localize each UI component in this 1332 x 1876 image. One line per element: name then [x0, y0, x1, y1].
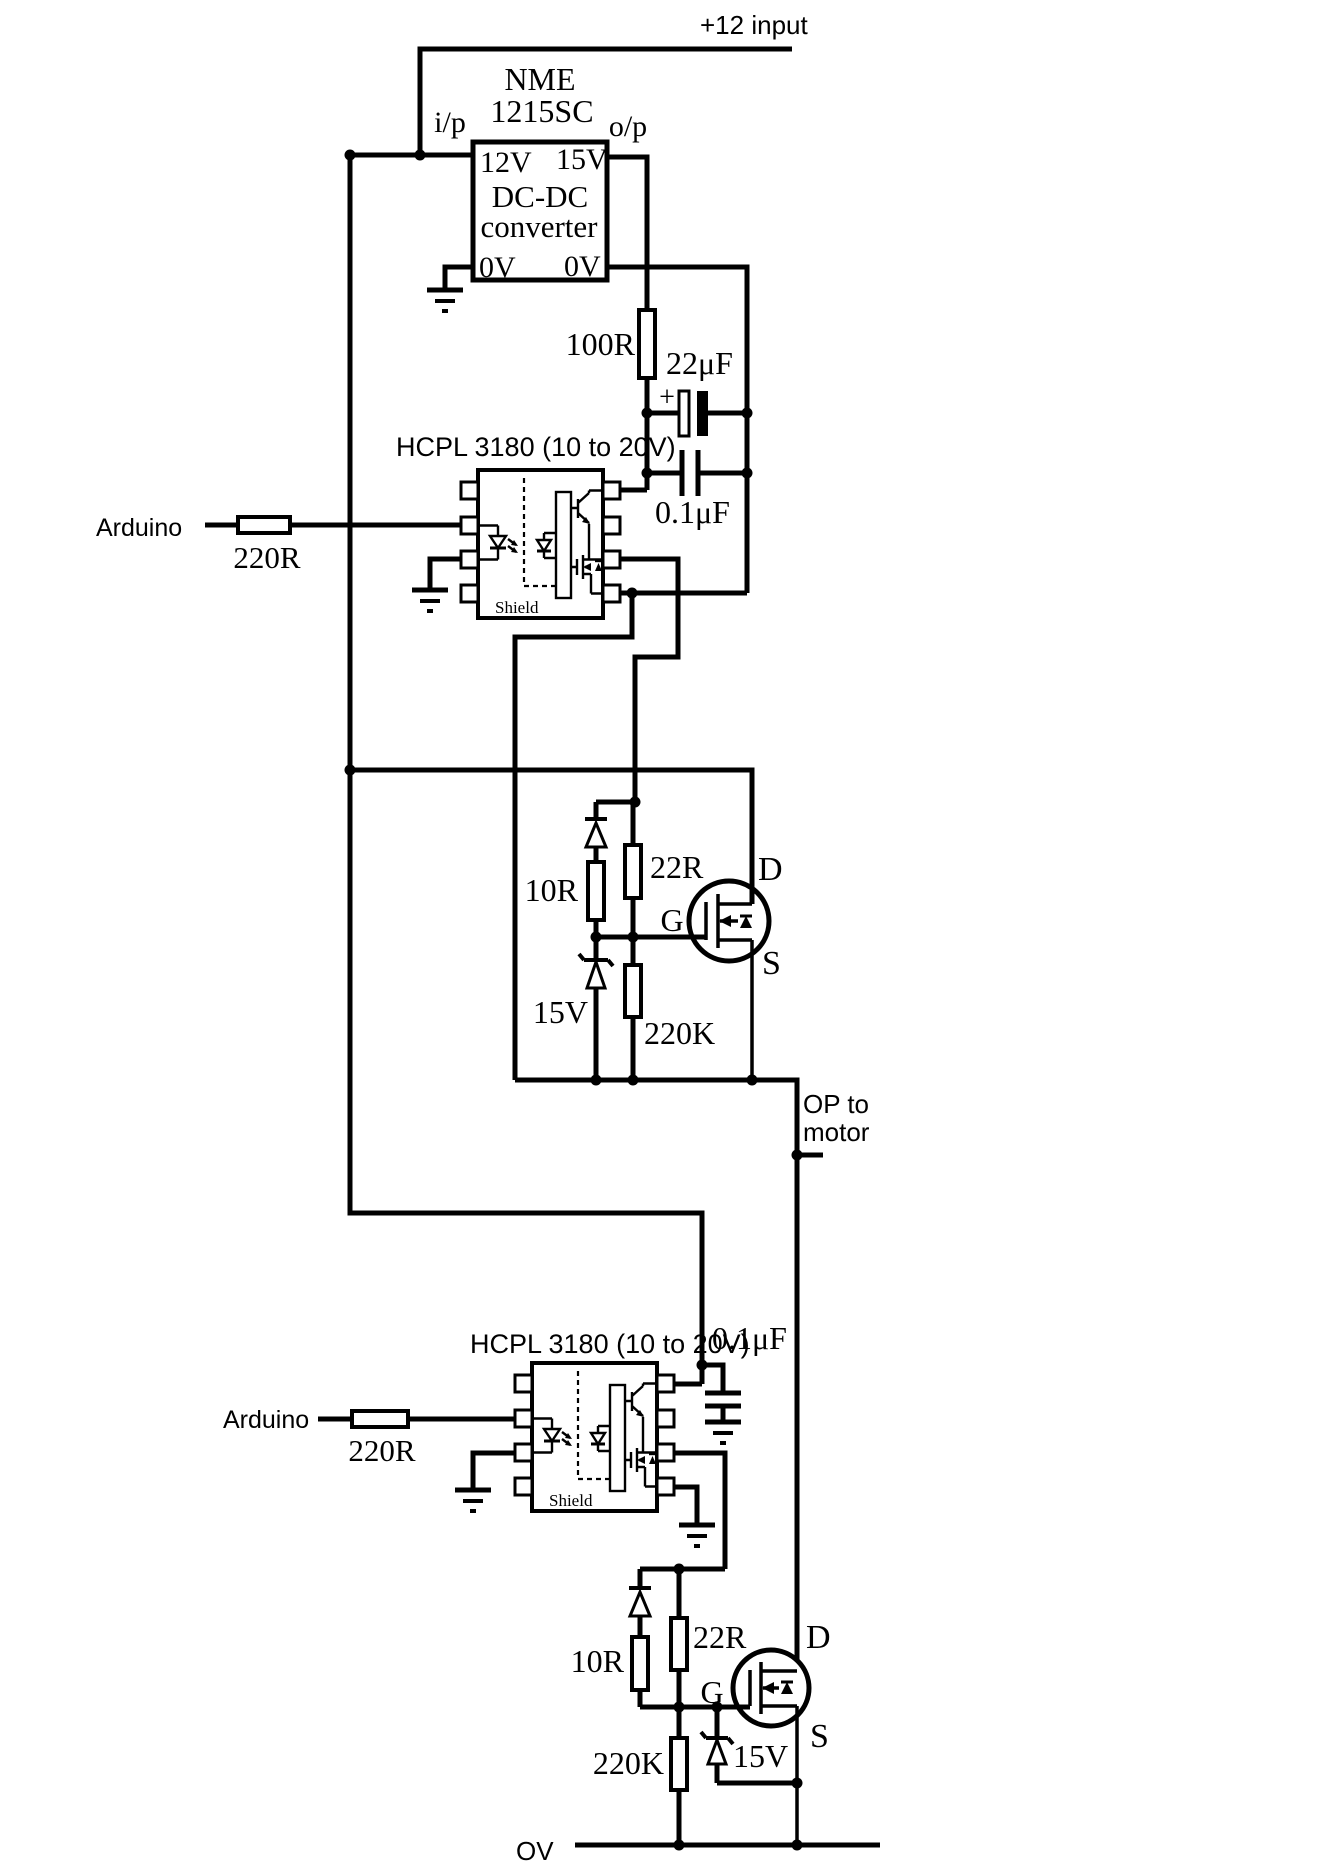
ground-icon	[455, 1490, 491, 1511]
cap-22uf-plate-pos	[697, 391, 708, 436]
dcdc-12v-label: 12V	[480, 146, 532, 179]
optocoupler-low-side	[513, 1361, 676, 1513]
drain-label-high: D	[758, 851, 783, 888]
cap-0p1uf-label: 0.1μF	[655, 494, 730, 530]
resistor-22r-low	[669, 1616, 689, 1672]
diode-icon	[627, 1588, 653, 1618]
resistor-220k-low-label: 220K	[593, 1745, 664, 1781]
low-side-vcc	[674, 1359, 741, 1444]
opto-low-title: HCPL 3180 (10 to 20V)	[470, 1329, 750, 1359]
wire	[442, 264, 473, 288]
op-to-motor-label-2: motor	[803, 1117, 870, 1147]
ground-icon	[412, 590, 448, 611]
zener-15v-high-label: 15V	[533, 994, 588, 1030]
op-to-motor-label-1: OP to	[803, 1089, 869, 1119]
wire	[350, 767, 755, 904]
cap-0p1uf	[679, 450, 701, 496]
resistor-100r-label: 100R	[566, 326, 636, 362]
zero-volt-rail	[575, 1839, 880, 1851]
opto-high-title: HCPL 3180 (10 to 20V)	[396, 432, 676, 462]
dcdc-maker-label: NME	[504, 61, 575, 97]
mosfet-low-side	[730, 1647, 812, 1845]
resistor-10r-low-label: 10R	[571, 1643, 625, 1679]
dcdc-input-pin-label: i/p	[434, 106, 466, 139]
resistor-220r-high	[236, 515, 292, 535]
zener-15v-high-triangle	[584, 957, 608, 990]
resistor-100r	[637, 308, 657, 380]
resistor-220r-low	[350, 1409, 410, 1429]
resistor-22r-low-label: 22R	[693, 1619, 747, 1655]
resistor-10r-low	[630, 1635, 650, 1692]
dcdc-body2-label: converter	[480, 209, 598, 244]
arduino-high-label: Arduino	[96, 514, 182, 542]
resistor-22r-high-label: 22R	[650, 849, 704, 885]
gate-label-low: G	[700, 1674, 723, 1710]
ground-icon	[705, 1422, 741, 1443]
arduino-low-label: Arduino	[223, 1406, 309, 1434]
cap-0p1uf-low	[705, 1390, 741, 1409]
optocoupler-high-side	[459, 468, 622, 620]
zener-15v-low-label: 15V	[733, 1738, 788, 1774]
dc-dc-converter-box	[470, 139, 610, 283]
ov-label: OV	[516, 1836, 554, 1866]
ground-icon	[679, 1525, 715, 1546]
junction-dot	[414, 149, 426, 161]
cap-0p1uf-low-label: 0.1μF	[712, 1320, 787, 1356]
shield-label: Shield	[495, 598, 539, 617]
mosfet-high-side	[686, 878, 772, 1080]
resistor-220r-low-label: 220R	[348, 1433, 416, 1468]
resistor-220k-low	[669, 1736, 689, 1792]
diode-icon	[583, 819, 609, 849]
opto-low-output-wires	[674, 1450, 728, 1569]
plus12-input-label: +12 input	[700, 10, 808, 40]
opto-high-output-wires	[512, 556, 681, 1080]
dc-dc-converter: NME 1215SC i/p o/p 12V 15V DC-DC convert…	[434, 61, 647, 284]
source-label-low: S	[810, 1718, 829, 1755]
ground-icon	[427, 290, 463, 311]
plus12-feed-wires	[344, 46, 792, 1384]
source-label-high: S	[762, 945, 781, 982]
resistor-10r-high-label: 10R	[525, 872, 579, 908]
dcdc-part-label: 1215SC	[490, 93, 593, 129]
dcdc-0v-out-label: 0V	[564, 250, 601, 283]
shield-label: Shield	[549, 1491, 593, 1510]
resistor-220k-high	[623, 963, 643, 1019]
dcdc-body1-label: DC-DC	[492, 179, 588, 214]
cap-22uf-plate-neg	[677, 389, 691, 438]
dcdc-15v-label: 15V	[556, 143, 608, 176]
dcdc-0v-in-label: 0V	[479, 251, 516, 284]
resistor-220r-high-label: 220R	[233, 540, 301, 575]
supply-filter	[607, 154, 753, 599]
wire	[427, 556, 461, 588]
resistor-10r-high	[586, 860, 606, 922]
gate-network-low	[627, 1563, 803, 1845]
resistor-22r-high	[623, 843, 643, 900]
dcdc-output-pin-label: o/p	[609, 110, 647, 143]
zener-15v-low-triangle	[705, 1735, 729, 1766]
gate-label-high: G	[660, 902, 683, 938]
cap-22uf-polarity-label: +	[659, 382, 675, 413]
cap-22uf-label: 22μF	[666, 345, 733, 381]
resistor-220k-high-label: 220K	[644, 1015, 715, 1051]
wire	[470, 1450, 515, 1488]
drain-label-low: D	[806, 1619, 831, 1656]
junction-dot	[344, 149, 356, 161]
gate-network-high	[515, 796, 800, 1660]
